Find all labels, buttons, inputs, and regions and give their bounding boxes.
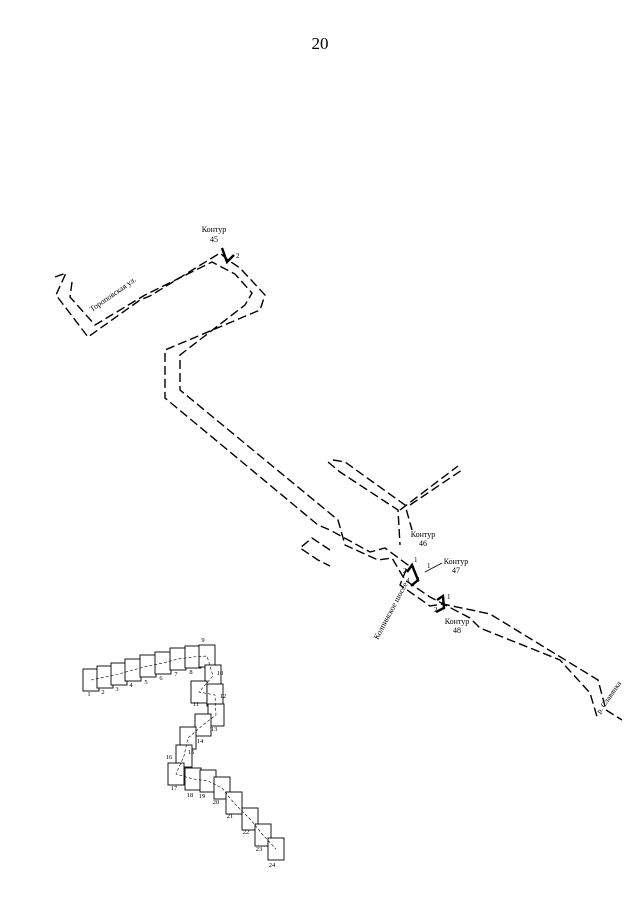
sheet-cell-label-7: 7 (174, 671, 178, 678)
contour-46-title: Контур (411, 530, 436, 539)
contour-48-label: Контур 48 (445, 617, 470, 635)
sheet-cell-21 (225, 791, 243, 815)
road-line-outer (54, 252, 607, 711)
contour-45-title: Контур (202, 225, 227, 234)
sheet-cell-label-18: 18 (187, 792, 194, 799)
street-label-kolpinskoe: Колпинское шоссе (372, 580, 410, 641)
sheet-cell-label-22: 22 (243, 829, 250, 836)
contour-45-point-label: 2 (236, 252, 240, 260)
road-branch-north (327, 461, 401, 546)
sheet-cell-5 (139, 654, 157, 678)
road-side-loop (298, 537, 331, 567)
sheet-cell-label-19: 19 (199, 793, 206, 800)
sheet-cell-label-10: 10 (217, 670, 224, 677)
contour-46-label: Контур 46 (411, 530, 436, 548)
sheet-cell-label-5: 5 (144, 679, 147, 686)
c48-top-point: 1 (447, 593, 451, 601)
contour-48-title: Контур (445, 617, 470, 626)
street-label-slavyanka: р. Славянка (594, 679, 623, 715)
page-number: 20 (311, 34, 329, 53)
sheet-cell-label-17: 17 (171, 785, 178, 792)
sheet-cell-label-9: 9 (201, 637, 204, 644)
contour-47-label: Контур 47 (444, 557, 469, 575)
c48-bottom-point: 2 (434, 606, 438, 614)
road-line-inner (69, 261, 599, 721)
sheet-cell-label-13: 13 (211, 726, 218, 733)
sheet-cell-label-8: 8 (189, 669, 192, 676)
sheet-cell-label-20: 20 (213, 799, 220, 806)
contour-47-title: Контур (444, 557, 469, 566)
contour-45-marker: 2 (220, 247, 240, 265)
c46-b-point: 4 (406, 577, 410, 585)
sheet-cell-6 (154, 651, 172, 675)
contour-45-number: 45 (210, 235, 218, 244)
contour-48-number: 48 (453, 626, 461, 635)
c46-mid-point: 2 (403, 567, 407, 575)
c46-top-point: 1 (414, 556, 418, 564)
sheet-cell-label-24: 24 (269, 862, 276, 869)
sheet-cell-label-4: 4 (129, 682, 133, 689)
sheet-cell-label-12: 12 (220, 693, 227, 700)
sheet-cell-18 (184, 767, 202, 791)
road-tail (605, 709, 623, 721)
contour-47-number: 47 (452, 566, 460, 575)
contour-46-number: 46 (419, 539, 427, 548)
sheet-cell-label-16: 16 (166, 754, 173, 761)
street-label-toropovskaya: Тороповская ул. (88, 275, 138, 314)
sheet-cell-label-21: 21 (227, 813, 234, 820)
contour-45-label: Контур 45 (202, 225, 227, 244)
sheet-cell-7 (169, 647, 187, 671)
road-branch-ne-2 (409, 469, 463, 506)
road-corridor (54, 252, 623, 721)
sheet-cell-label-6: 6 (159, 675, 163, 682)
sheet-cell-4 (124, 658, 142, 682)
sheet-index-centreline (90, 655, 277, 850)
sheet-cell-label-23: 23 (256, 846, 263, 853)
sheet-cell-label-14: 14 (197, 738, 204, 745)
sheet-cell-label-15: 15 (188, 749, 195, 756)
sheet-cell-label-1: 1 (87, 691, 90, 698)
sheet-cell-label-2: 2 (101, 689, 104, 696)
contour-46-47-marker: 1 2 3 4 1 (403, 556, 443, 587)
contour-48-marker: 1 2 (434, 593, 451, 614)
sheet-cell-label-11: 11 (193, 701, 199, 708)
sheet-cell-label-3: 3 (115, 686, 118, 693)
road-branch-north-2 (332, 459, 413, 531)
road-branch-ne (399, 465, 459, 511)
c47-point: 1 (427, 562, 431, 570)
c46-a-point: 3 (416, 576, 420, 584)
sheet-cell-14 (194, 713, 212, 737)
sheet-cell-9 (198, 644, 216, 668)
